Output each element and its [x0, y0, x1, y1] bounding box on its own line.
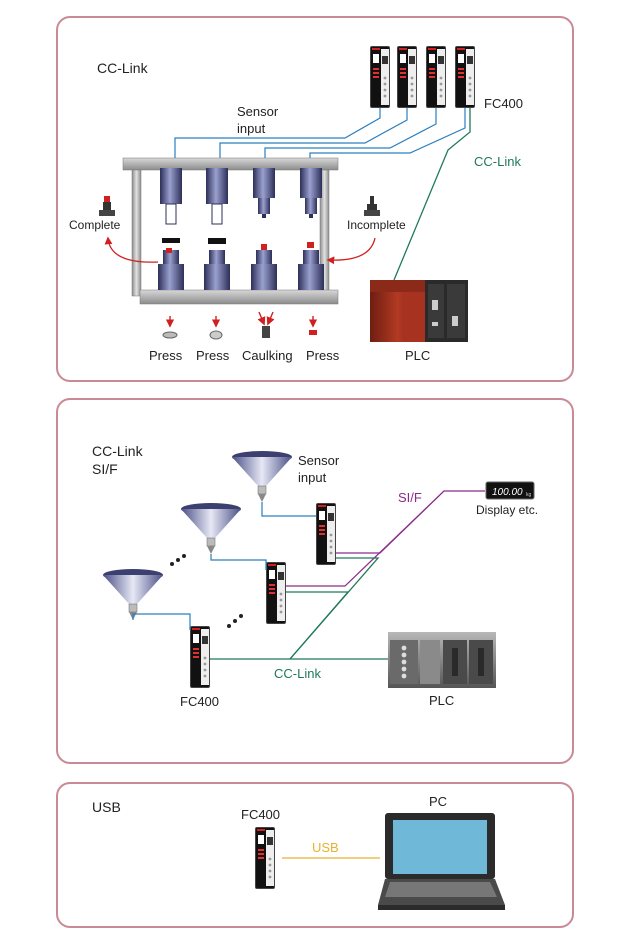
weight-display-icon: 100.00 kg — [485, 481, 535, 500]
display-label: Display etc. — [476, 503, 538, 517]
fc400-unit — [370, 46, 390, 108]
incomplete-arrow — [326, 237, 376, 265]
plc-unit — [388, 632, 496, 688]
cc-link-line — [393, 108, 471, 281]
sensor-lines — [132, 502, 316, 630]
sensor-lines — [174, 108, 466, 165]
pc-label: PC — [429, 794, 447, 809]
fc400-unit — [426, 46, 446, 108]
station-label: Caulking — [242, 348, 293, 363]
sensor-label: Sensor — [298, 453, 340, 468]
usb-label: USB — [312, 840, 339, 855]
fc400-unit — [266, 562, 286, 624]
more-units-ellipsis — [170, 554, 243, 628]
fc400-unit — [255, 827, 275, 889]
station-icons — [162, 311, 318, 340]
hopper-icon — [103, 569, 163, 620]
display-unit: kg — [526, 492, 532, 498]
station-label: Press — [196, 348, 230, 363]
plc-label: PLC — [429, 693, 454, 708]
fc400-unit — [190, 626, 210, 688]
incomplete-label: Incomplete — [347, 218, 406, 232]
press-machine — [122, 157, 339, 305]
complete-part-icon — [99, 196, 115, 216]
station-label: Press — [149, 348, 183, 363]
sif-lines — [286, 490, 485, 587]
laptop-icon — [378, 813, 505, 910]
fc400-label: FC400 — [241, 807, 280, 822]
fc400-unit — [455, 46, 475, 108]
sensor-label: Sensor — [237, 104, 279, 119]
fc400-unit-group — [370, 46, 475, 108]
cc-link-label: CC-Link — [474, 154, 521, 169]
complete-arrow — [104, 236, 159, 263]
cc-link-lines — [210, 557, 388, 660]
panel1-title: CC-Link — [97, 60, 149, 76]
plc-unit — [370, 280, 468, 342]
fc400-label: FC400 — [484, 96, 523, 111]
fc400-unit — [316, 503, 336, 565]
sensor-label-2: input — [298, 470, 327, 485]
fc400-unit — [397, 46, 417, 108]
complete-label: Complete — [69, 218, 121, 232]
hopper-icon — [232, 451, 292, 502]
plc-label: PLC — [405, 348, 430, 363]
panel3-title: USB — [92, 799, 121, 815]
station-label: Press — [306, 348, 340, 363]
incomplete-part-icon — [364, 196, 380, 216]
sif-label: SI/F — [398, 490, 422, 505]
cc-link-label: CC-Link — [274, 666, 321, 681]
fc400-label: FC400 — [180, 694, 219, 709]
panel2-subtitle: SI/F — [92, 461, 118, 477]
panel2-title: CC-Link — [92, 443, 144, 459]
sensor-label-2: input — [237, 121, 266, 136]
hopper-icon — [181, 503, 241, 554]
display-value: 100.00 — [492, 487, 523, 498]
